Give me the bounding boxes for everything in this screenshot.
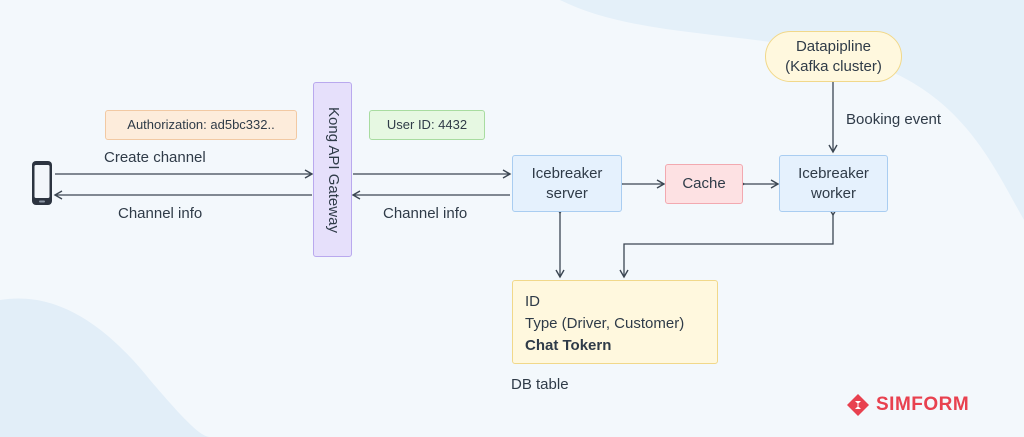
datapipeline-label-line1: Datapipline <box>795 37 872 55</box>
db-field-type: Type (Driver, Customer) <box>525 315 685 332</box>
label-channel-info-left: Channel info <box>118 205 203 222</box>
cache-label: Cache <box>682 175 726 192</box>
datapipeline-node: Datapipline (Kafka cluster) <box>765 31 902 82</box>
user-id-tag: User ID: 4432 <box>369 110 485 140</box>
kong-api-gateway-label: Kong API Gateway <box>324 106 342 233</box>
label-channel-info-right: Channel info <box>383 205 468 222</box>
icebreaker-server-label-line2: server <box>546 184 588 202</box>
simform-logo-text: SIMFORM <box>876 394 970 415</box>
authorization-tag-text: Authorization: ad5bc332.. <box>127 117 275 132</box>
label-booking-event: Booking event <box>846 111 942 128</box>
icebreaker-worker-label-line1: Icebreaker <box>798 164 869 182</box>
icebreaker-worker-label-line2: worker <box>810 184 856 202</box>
authorization-tag: Authorization: ad5bc332.. <box>105 110 297 140</box>
user-id-tag-text: User ID: 4432 <box>386 117 468 132</box>
label-db-table: DB table <box>511 376 569 393</box>
icebreaker-server-label-line1: Icebreaker <box>531 164 603 182</box>
datapipeline-label-line2: (Kafka cluster) <box>785 57 882 75</box>
label-create-channel: Create channel <box>104 149 206 166</box>
arrow-worker-db <box>619 207 838 279</box>
icebreaker-server-node: Icebreaker server <box>512 155 622 212</box>
db-table-node: ID Type (Driver, Customer) Chat Tokern <box>512 280 718 364</box>
simform-logo-icon <box>847 394 869 416</box>
icebreaker-worker-node: Icebreaker worker <box>779 155 888 212</box>
db-field-chat-token: Chat Tokern <box>525 337 612 354</box>
kong-api-gateway-node: Kong API Gateway <box>313 82 352 257</box>
simform-logo: SIMFORM <box>846 393 969 417</box>
phone-icon <box>32 161 52 205</box>
db-field-id: ID <box>525 293 540 310</box>
cache-node: Cache <box>665 164 743 204</box>
